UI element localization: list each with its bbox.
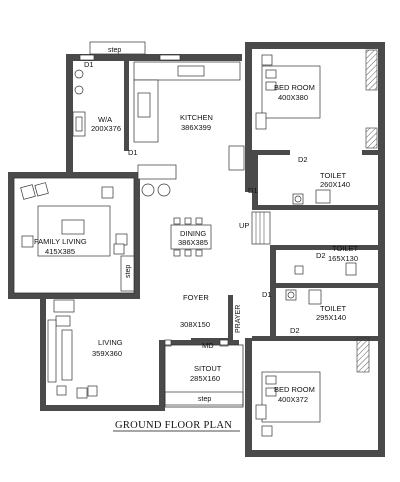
plan-title: GROUND FLOOR PLAN	[115, 420, 232, 431]
step-top-label: step	[108, 47, 121, 54]
main-door-label: MD	[202, 341, 214, 350]
dining-size-label: 386X385	[178, 238, 208, 247]
sitout-name-label: SITOUT	[194, 364, 222, 373]
walls	[8, 42, 385, 457]
wa-size-label: 200X376	[91, 124, 121, 133]
foyer-size-label: 308X150	[180, 320, 210, 329]
door-d1-kitchen-label: D1	[128, 148, 138, 157]
family-name-label: FAMILY LIVING	[34, 237, 87, 246]
toilet1-size-label: 260X140	[320, 180, 350, 189]
room-labels: step D1 W/A 200X376 KITCHEN 386X399 D1 B…	[34, 47, 359, 404]
kitchen-size-label: 386X399	[181, 123, 211, 132]
bed1-name-label: BED ROOM	[274, 83, 315, 92]
door-d2-lower-label: D2	[290, 326, 300, 335]
prayer-label: PRAYER	[235, 305, 242, 333]
living-size-label: 359X360	[92, 349, 122, 358]
bed2-name-label: BED ROOM	[274, 385, 315, 394]
toilet3-size-label: 295X140	[316, 313, 346, 322]
door-d1-lower-label: D1	[262, 290, 272, 299]
toilet2-name-label: TOILET	[332, 244, 359, 253]
sitout-size-label: 285X160	[190, 374, 220, 383]
foyer-name-label: FOYER	[183, 293, 209, 302]
door-d1-right-label: D1	[248, 186, 258, 195]
step-family-label: step	[125, 265, 132, 278]
door-d2-mid-label: D2	[316, 251, 326, 260]
wa-name-label: W/A	[98, 115, 112, 124]
dining-name-label: DINING	[180, 229, 206, 238]
kitchen-name-label: KITCHEN	[180, 113, 213, 122]
toilet2-size-label: 165X130	[328, 254, 358, 263]
bed2-size-label: 400X372	[278, 395, 308, 404]
step-bottom-label: step	[198, 396, 211, 403]
fixtures	[13, 41, 378, 437]
family-size-label: 415X385	[45, 247, 75, 256]
living-name-label: LIVING	[98, 338, 123, 347]
stair-up-label: UP	[239, 221, 249, 230]
toilet1-name-label: TOILET	[320, 171, 347, 180]
door-d2-top-label: D2	[298, 155, 308, 164]
door-d1-top-label: D1	[84, 60, 94, 69]
bed1-size-label: 400X380	[278, 93, 308, 102]
toilet3-name-label: TOILET	[320, 304, 347, 313]
